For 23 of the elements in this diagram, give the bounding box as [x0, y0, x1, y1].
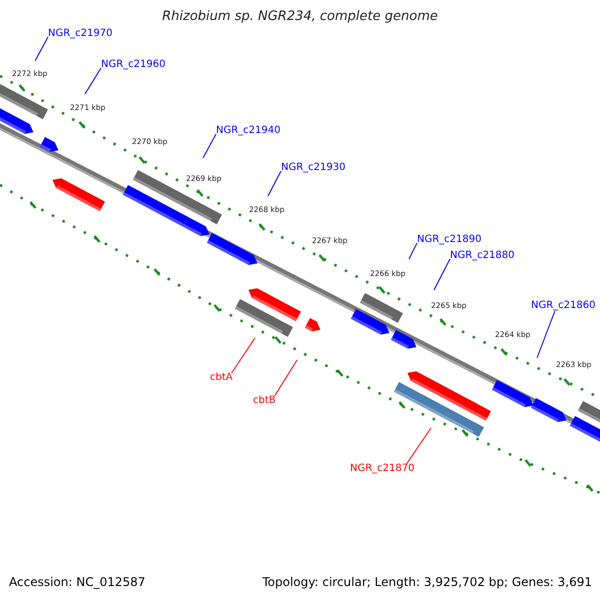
leader-line: [202, 134, 216, 158]
leader-line: [231, 338, 256, 374]
leader-line: [274, 360, 298, 396]
gene-label: NGR_c21880: [450, 251, 514, 261]
footer-text: Accession: NC_012587: [9, 576, 146, 588]
leader-line: [34, 36, 48, 62]
leader-line: [536, 310, 556, 358]
gene-label: NGR_c21870: [350, 464, 414, 474]
leader-line: [408, 242, 418, 260]
gene-label: NGR_c21940: [216, 126, 280, 136]
diagram-title: Rhizobium sp. NGR234, complete genome: [161, 10, 439, 23]
footer-text: Topology: circular; Length: 3,925,702 bp; Genes: 3,691: [262, 576, 592, 588]
leader-line: [268, 170, 282, 196]
gene-label: NGR_c21970: [48, 29, 112, 39]
leader-line: [434, 258, 450, 290]
gene-label: cbtA: [210, 373, 233, 383]
leader-line: [84, 68, 102, 94]
gene-label: cbtB: [253, 396, 276, 406]
gene-label: NGR_c21930: [281, 163, 346, 173]
leader-line: [406, 428, 432, 464]
gene-label: NGR_c21890: [417, 235, 482, 245]
gene-label: NGR_c21960: [101, 60, 166, 70]
gene-label: NGR_c21860: [531, 301, 596, 311]
